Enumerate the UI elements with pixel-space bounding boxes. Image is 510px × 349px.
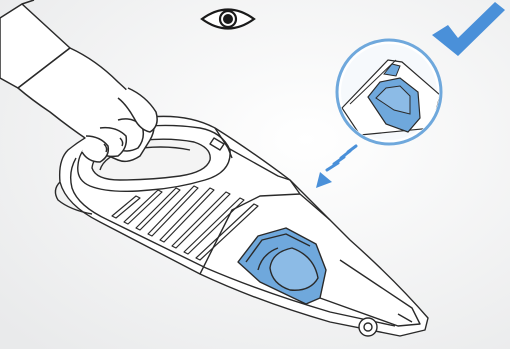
arrow-icon (316, 144, 358, 188)
hand-illustration (0, 0, 158, 163)
checkmark-icon (432, 2, 505, 56)
eye-icon (200, 8, 256, 30)
magnifier-callout (335, 38, 443, 146)
vent-slots (111, 185, 259, 261)
